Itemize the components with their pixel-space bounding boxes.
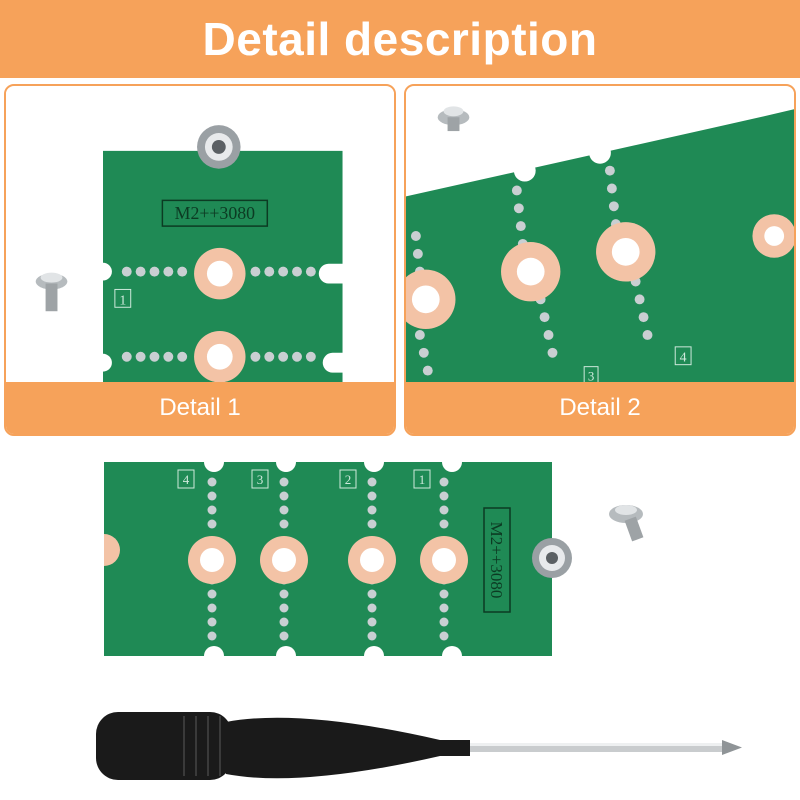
slot-number-4: 4: [680, 350, 687, 365]
main-slot-number-3: 3: [257, 472, 264, 487]
detail-panel-1: M2++3080 1 Detail 1: [4, 84, 396, 436]
detail-panel-2: 3 4 Detail 2: [404, 84, 796, 436]
detail-2-caption: Detail 2: [406, 382, 794, 434]
detail-1-caption: Detail 1: [6, 382, 394, 434]
screwdriver-icon: [96, 712, 742, 780]
main-slot-number-1: 1: [419, 472, 426, 487]
slot-number-3: 3: [588, 370, 594, 384]
main-slot-number-2: 2: [345, 472, 352, 487]
product-image: 4 3 2 1 M2++3080: [0, 440, 800, 800]
detail-2-image: 3 4: [406, 87, 794, 385]
main-board-label: M2++3080: [487, 522, 506, 599]
board-label: M2++3080: [175, 203, 255, 223]
main-slot-number-4: 4: [183, 472, 190, 487]
page-title: Detail description: [202, 13, 598, 65]
detail-1-image: M2++3080 1: [6, 87, 394, 385]
slot-numbers: 4 3 2 1: [177, 469, 431, 489]
header-banner: Detail description: [0, 0, 800, 78]
slot-number-1: 1: [119, 292, 126, 307]
